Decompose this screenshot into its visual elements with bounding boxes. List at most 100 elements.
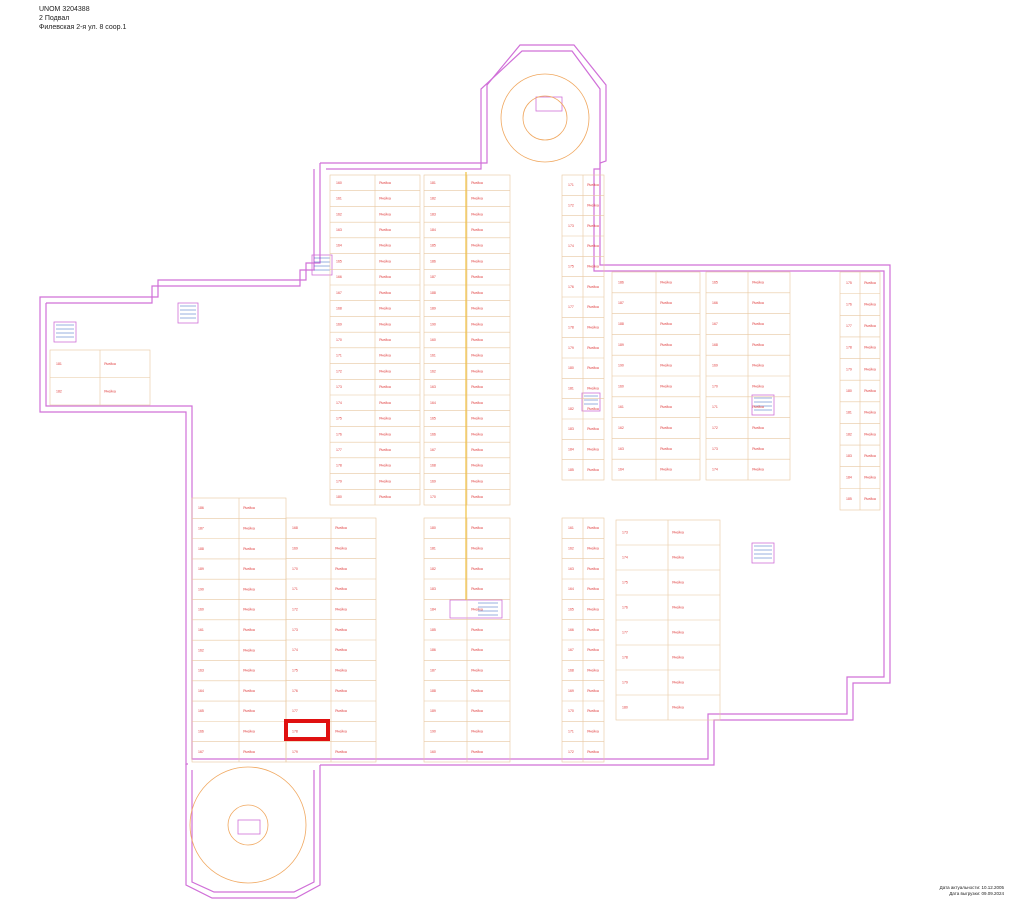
- room-number: 163: [336, 228, 342, 232]
- stall-label: Ячейка: [587, 346, 599, 350]
- stall-label: Ячейка: [471, 401, 483, 405]
- highlighted-room-marker[interactable]: [284, 719, 330, 741]
- room-number: 172: [336, 369, 342, 373]
- stall-label: Ячейка: [864, 367, 876, 371]
- room-number: 181: [430, 547, 436, 551]
- stall-label: Ячейка: [752, 301, 764, 305]
- stall-label: Ячейка: [471, 448, 483, 452]
- stall-label: Ячейка: [471, 730, 483, 734]
- room-number: 172: [292, 608, 298, 612]
- room-number: 186: [618, 280, 624, 284]
- stall-label: Ячейка: [864, 281, 876, 285]
- room-number: 185: [568, 468, 574, 472]
- stall-label: Ячейка: [471, 547, 483, 551]
- room-number: 188: [198, 547, 204, 551]
- room-number: 166: [198, 730, 204, 734]
- stall-label: Ячейка: [587, 244, 599, 248]
- stall-label: Ячейка: [471, 689, 483, 693]
- room-number: 170: [292, 567, 298, 571]
- stall-label: Ячейка: [752, 384, 764, 388]
- stall-label: Ячейка: [379, 197, 391, 201]
- stall-label: Ячейка: [379, 369, 391, 373]
- room-number: 189: [430, 709, 436, 713]
- room-number: 183: [430, 587, 436, 591]
- stall-label: Ячейка: [379, 401, 391, 405]
- stall-label: Ячейка: [471, 259, 483, 263]
- stall-label: Ячейка: [471, 181, 483, 185]
- stall-label: Ячейка: [587, 427, 599, 431]
- stall-label: Ячейка: [660, 468, 672, 472]
- stall-label: Ячейка: [672, 631, 684, 635]
- room-number: 179: [846, 367, 852, 371]
- room-number: 163: [198, 669, 204, 673]
- room-number: 185: [430, 628, 436, 632]
- room-number: 160: [198, 608, 204, 612]
- room-number: 163: [568, 567, 574, 571]
- room-number: 176: [292, 689, 298, 693]
- room-number: 190: [430, 322, 436, 326]
- stall-label: Ячейка: [752, 322, 764, 326]
- stall-label: Ячейка: [471, 479, 483, 483]
- room-number: 187: [430, 669, 436, 673]
- room-number: 177: [622, 631, 628, 635]
- stall-label: Ячейка: [672, 706, 684, 710]
- room-number: 167: [336, 291, 342, 295]
- room-number: 165: [712, 280, 718, 284]
- room-number: 180: [430, 526, 436, 530]
- address-label: Филевская 2-я ул. 8 соор.1: [39, 24, 127, 31]
- stall-label: Ячейка: [864, 476, 876, 480]
- stall-label: Ячейка: [471, 669, 483, 673]
- room-number: 173: [568, 224, 574, 228]
- stall-label: Ячейка: [864, 497, 876, 501]
- stall-label: Ячейка: [471, 495, 483, 499]
- room-number: 175: [336, 417, 342, 421]
- document-footer: Дата актуальности: 10.12.2005 Дата выгру…: [940, 885, 1004, 897]
- stall-label: Ячейка: [587, 587, 599, 591]
- stall-label: Ячейка: [471, 197, 483, 201]
- room-number: 184: [568, 448, 574, 452]
- room-number: 186: [430, 648, 436, 652]
- room-number: 177: [292, 709, 298, 713]
- stall-label: Ячейка: [587, 366, 599, 370]
- stall-label: Ячейка: [243, 730, 255, 734]
- stall-label: Ячейка: [243, 648, 255, 652]
- room-number: 167: [712, 322, 718, 326]
- unom-label: UNOM 3204388: [39, 6, 90, 13]
- room-number: 180: [846, 389, 852, 393]
- room-number: 161: [618, 405, 624, 409]
- room-number: 184: [430, 608, 436, 612]
- stall-label: Ячейка: [379, 417, 391, 421]
- stall-label: Ячейка: [864, 389, 876, 393]
- stall-label: Ячейка: [471, 338, 483, 342]
- stall-label: Ячейка: [379, 385, 391, 389]
- stall-label: Ячейка: [587, 183, 599, 187]
- stall-label: Ячейка: [379, 495, 391, 499]
- room-number: 164: [198, 689, 204, 693]
- room-number: 160: [618, 384, 624, 388]
- room-number: 188: [430, 689, 436, 693]
- room-number: 172: [568, 204, 574, 208]
- stall-label: Ячейка: [471, 369, 483, 373]
- room-number: 171: [292, 587, 298, 591]
- room-number: 173: [712, 447, 718, 451]
- room-number: 170: [712, 384, 718, 388]
- room-number: 160: [336, 181, 342, 185]
- stall-label: Ячейка: [379, 479, 391, 483]
- room-number: 162: [618, 426, 624, 430]
- room-number: 184: [430, 228, 436, 232]
- room-number: 188: [618, 322, 624, 326]
- room-number: 168: [430, 464, 436, 468]
- stall-label: Ячейка: [471, 587, 483, 591]
- stall-label: Ячейка: [660, 426, 672, 430]
- room-number: 161: [430, 354, 436, 358]
- room-number: 167: [198, 750, 204, 754]
- room-number: 172: [712, 426, 718, 430]
- room-number: 190: [618, 364, 624, 368]
- room-number: 162: [198, 648, 204, 652]
- stall-label: Ячейка: [379, 291, 391, 295]
- stall-label: Ячейка: [587, 526, 599, 530]
- stall-label: Ячейка: [335, 689, 347, 693]
- stall-label: Ячейка: [587, 204, 599, 208]
- room-number: 187: [618, 301, 624, 305]
